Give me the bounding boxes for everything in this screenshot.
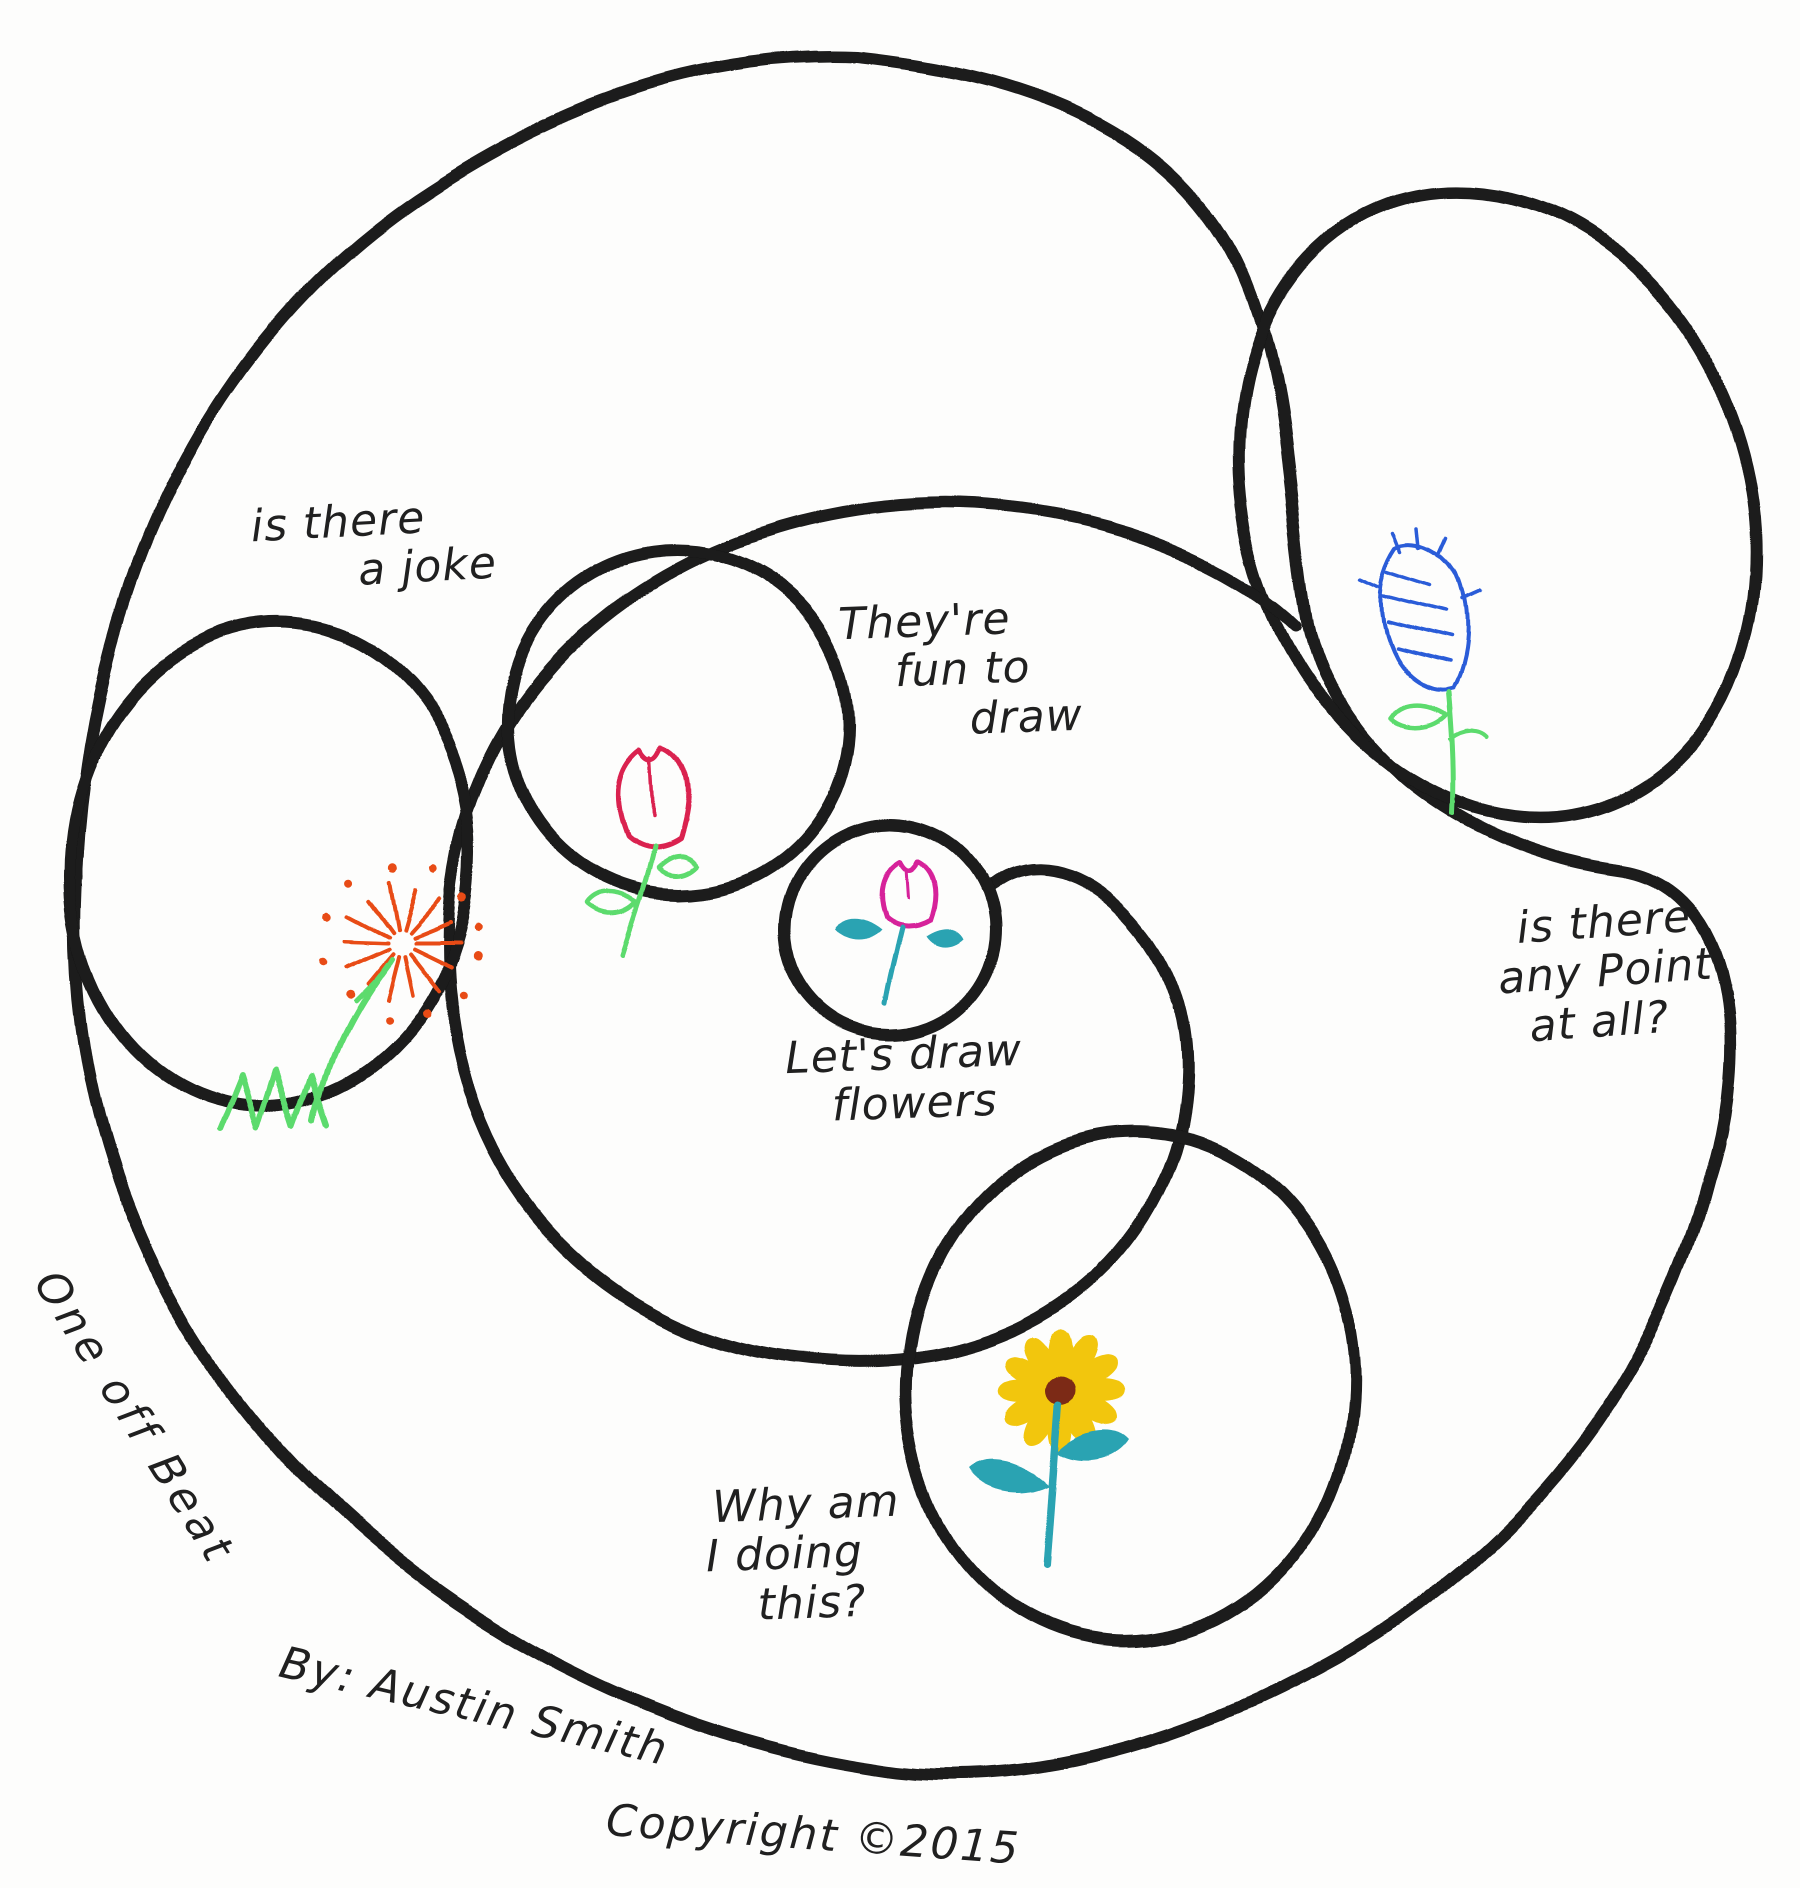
caption-line: flowers	[831, 1075, 999, 1132]
daisy-bloom-icon	[1000, 1328, 1124, 1452]
red-tulip-leaf-left	[583, 890, 639, 916]
blue-flower-leaf	[1389, 702, 1449, 729]
spiral-line-art	[63, 51, 1764, 1780]
red-tulip-leaf-right	[655, 854, 699, 878]
caption-line: a joke	[356, 537, 499, 597]
red-tulip-inner-line	[649, 756, 656, 820]
orange-bloom-icon	[316, 861, 483, 1025]
left-bubble	[63, 616, 477, 1112]
outer-loop	[69, 51, 1736, 1780]
pink-tulip-inner-line	[904, 866, 910, 900]
caption-why-am-i-doing-this: Why am I doing this?	[703, 1475, 903, 1632]
grass-icon	[217, 1067, 331, 1133]
bottom-right-bubble	[899, 1124, 1361, 1648]
daisy-stem	[1044, 1400, 1064, 1570]
pink-tulip-leaf-left	[834, 919, 881, 942]
caption-line: Why am	[711, 1475, 901, 1534]
blue-bloom-outline-icon	[1380, 542, 1469, 692]
caption-line: this?	[756, 1575, 868, 1631]
blue-hyacinth-flower	[1360, 526, 1488, 817]
caption-is-there-a-joke: is there a joke	[250, 490, 499, 601]
inner-spiral-arm	[442, 497, 1302, 1367]
daisy-leaf-right	[1058, 1430, 1128, 1461]
orange-flower-branch	[349, 955, 393, 1005]
blue-flower-leaf-small	[1448, 728, 1488, 740]
red-tulip-bloom-icon	[615, 745, 691, 852]
blue-bloom-spikes	[1360, 526, 1482, 664]
caption-line: I doing	[705, 1526, 864, 1583]
top-right-lobe	[1232, 186, 1764, 824]
caption-any-point-at-all: is there any Point at all?	[1493, 891, 1717, 1053]
daisy-leaf-left	[972, 1459, 1052, 1492]
daisy-center	[1048, 1376, 1076, 1404]
caption-line: They're	[837, 593, 1012, 651]
caption-lets-draw-flowers: Let's draw flowers	[784, 1025, 1024, 1133]
caption-line: draw	[968, 689, 1084, 745]
red-tulip-flower	[583, 745, 699, 957]
pink-tulip-stem	[882, 925, 905, 1007]
pink-tulip-flower	[834, 858, 964, 1007]
orange-spray-flower	[217, 861, 483, 1133]
red-tulip-stem	[619, 845, 657, 957]
yellow-daisy-flower	[972, 1328, 1128, 1570]
caption-fun-to-draw: They're fun to draw	[837, 592, 1083, 748]
caption-line: fun to	[894, 641, 1032, 698]
blue-flower-stem	[1445, 689, 1456, 817]
center-bubble	[778, 818, 1002, 1042]
pink-tulip-leaf-right	[927, 928, 964, 947]
pink-tulip-bloom-icon	[879, 858, 939, 929]
mid-bubble	[501, 544, 855, 900]
